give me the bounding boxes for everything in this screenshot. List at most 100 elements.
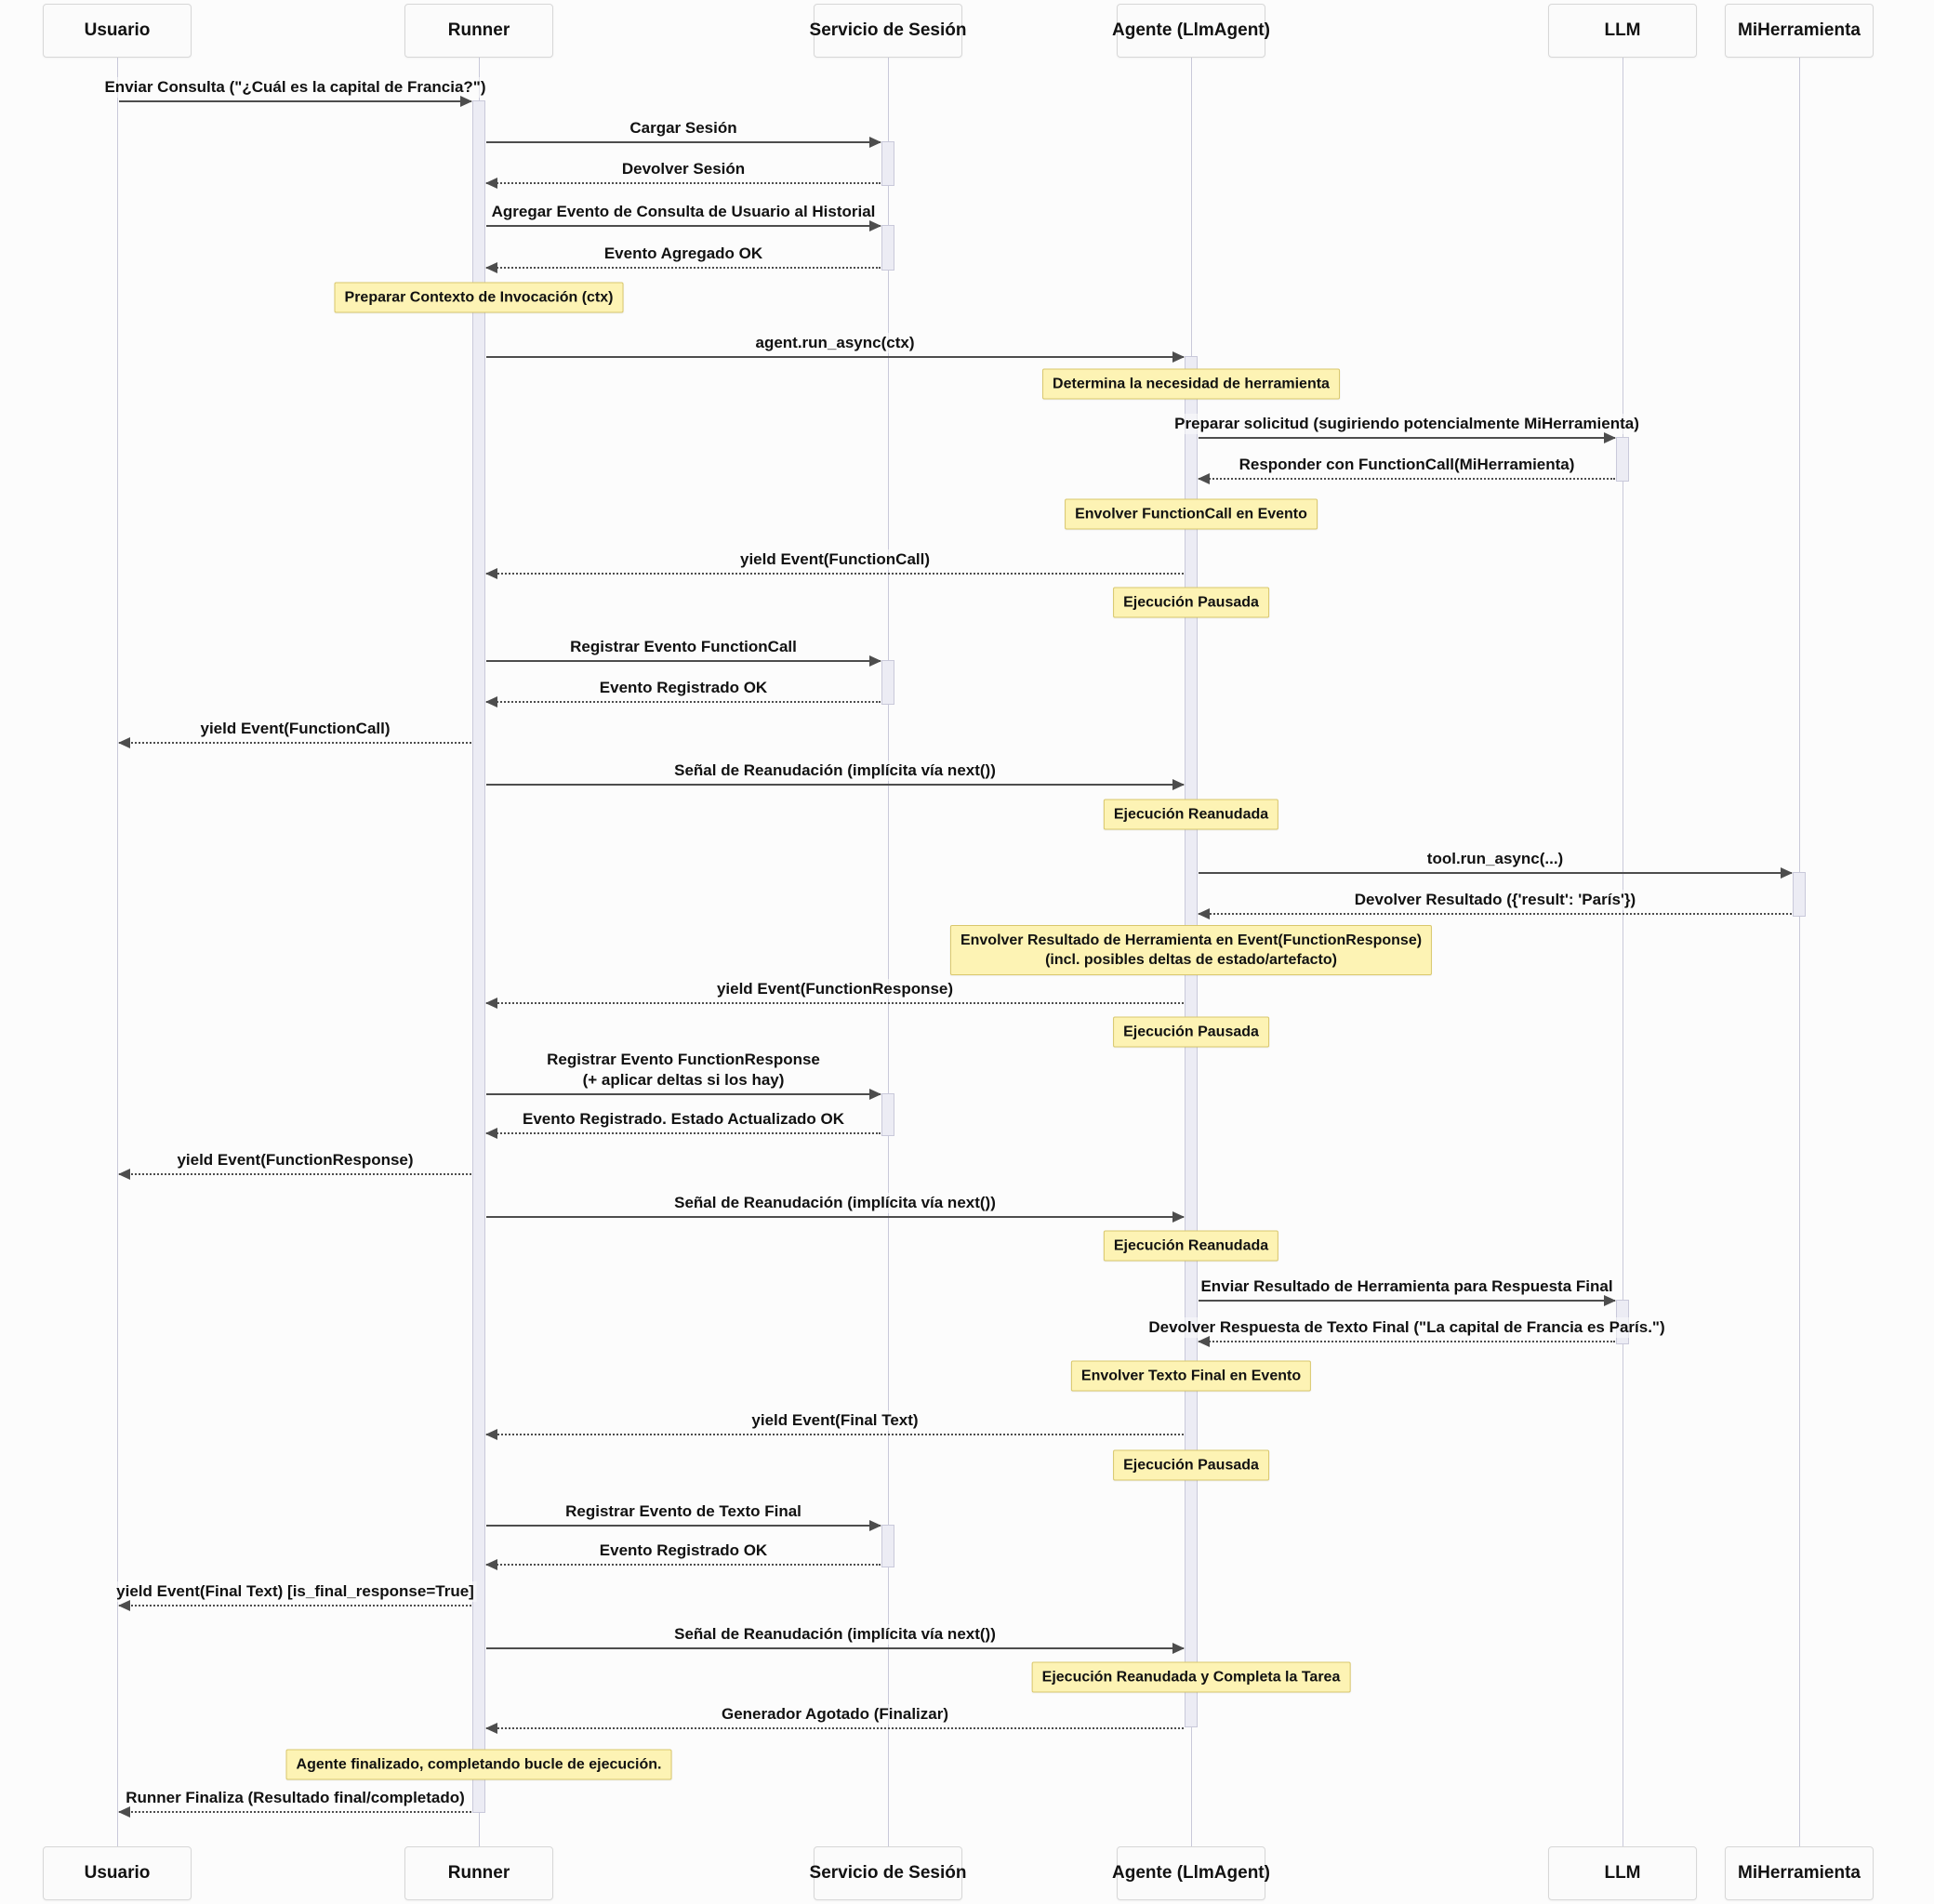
- message-line: [1199, 913, 1792, 915]
- message-runner-to-sesion: Cargar Sesión: [486, 118, 881, 148]
- arrowhead-icon: [1198, 908, 1210, 919]
- message-agente-to-runner: yield Event(FunctionCall): [485, 549, 1184, 579]
- arrowhead-icon: [1198, 473, 1210, 484]
- message-label: Enviar Resultado de Herramienta para Res…: [1198, 1276, 1616, 1297]
- message-line: [1199, 1300, 1615, 1302]
- message-llm-to-agente: Devolver Respuesta de Texto Final ("La c…: [1146, 1317, 1668, 1347]
- participant-usuario-bottom: Usuario: [43, 1846, 192, 1900]
- message-label: Responder con FunctionCall(MiHerramienta…: [1236, 455, 1578, 475]
- note-over-agente: Ejecución Reanudada: [1103, 1230, 1279, 1262]
- arrowhead-icon: [485, 568, 497, 579]
- participant-usuario-top: Usuario: [43, 4, 192, 58]
- participant-label: Agente (LlmAgent): [1112, 1863, 1270, 1883]
- message-line: [1199, 437, 1615, 439]
- message-line: [486, 356, 1184, 358]
- message-line: [486, 1132, 881, 1134]
- message-label: tool.run_async(...): [1424, 849, 1567, 869]
- participant-llm-bottom: LLM: [1548, 1846, 1697, 1900]
- message-line: [486, 141, 881, 143]
- participant-label: MiHerramienta: [1738, 20, 1861, 40]
- message-label: Cargar Sesión: [627, 118, 740, 139]
- arrowhead-icon: [485, 178, 497, 189]
- message-llm-to-agente: Responder con FunctionCall(MiHerramienta…: [1198, 455, 1615, 484]
- activation-tool: [1793, 872, 1806, 917]
- participant-label: Usuario: [84, 20, 151, 40]
- message-agente-to-tool: tool.run_async(...): [1199, 849, 1793, 879]
- message-runner-to-agente: agent.run_async(ctx): [486, 333, 1185, 363]
- message-line: [486, 1434, 1184, 1435]
- arrowhead-icon: [485, 262, 497, 273]
- message-line: [486, 1525, 881, 1527]
- arrowhead-icon: [485, 998, 497, 1009]
- note-over-agente: Envolver Resultado de Herramienta en Eve…: [949, 925, 1433, 975]
- message-runner-to-usuario: Runner Finaliza (Resultado final/complet…: [118, 1788, 471, 1818]
- participant-runner-bottom: Runner: [404, 1846, 553, 1900]
- message-sesion-to-runner: Evento Registrado. Estado Actualizado OK: [485, 1109, 881, 1139]
- message-sesion-to-runner: Evento Agregado OK: [485, 244, 881, 273]
- participant-sesion-top: Servicio de Sesión: [810, 4, 966, 58]
- message-line: [486, 1002, 1184, 1004]
- arrowhead-icon: [1198, 1336, 1210, 1347]
- participant-label: MiHerramienta: [1738, 1863, 1861, 1883]
- message-line: [486, 1564, 881, 1566]
- activation-sesion: [881, 660, 894, 705]
- note-over-agente: Ejecución Pausada: [1113, 1016, 1269, 1048]
- message-label: Señal de Reanudación (implícita vía next…: [671, 1193, 999, 1213]
- arrowhead-icon: [485, 1429, 497, 1440]
- message-label: Registrar Evento de Texto Final: [563, 1501, 804, 1522]
- arrowhead-icon: [485, 1128, 497, 1139]
- message-line: [486, 1093, 881, 1095]
- message-sesion-to-runner: Evento Registrado OK: [485, 1540, 881, 1570]
- message-label: Evento Agregado OK: [601, 244, 766, 264]
- note-over-runner: Agente finalizado, completando bucle de …: [285, 1749, 672, 1780]
- message-label: yield Event(FunctionCall): [197, 719, 393, 739]
- note-over-agente: Envolver Texto Final en Evento: [1070, 1360, 1312, 1392]
- participant-label: Servicio de Sesión: [809, 20, 967, 40]
- note-over-agente: Ejecución Pausada: [1113, 587, 1269, 618]
- message-label: yield Event(Final Text) [is_final_respon…: [113, 1581, 477, 1602]
- arrowhead-icon: [1172, 1211, 1185, 1223]
- message-label: Generador Agotado (Finalizar): [718, 1704, 952, 1725]
- participant-agente-bottom: Agente (LlmAgent): [1112, 1846, 1270, 1900]
- arrowhead-icon: [1604, 1295, 1616, 1306]
- activation-llm: [1616, 437, 1629, 482]
- participant-label: Servicio de Sesión: [809, 1863, 967, 1883]
- message-line: [486, 225, 881, 227]
- arrowhead-icon: [1604, 432, 1616, 443]
- message-label: Runner Finaliza (Resultado final/complet…: [123, 1788, 468, 1808]
- message-line: [486, 267, 881, 269]
- message-runner-to-usuario: yield Event(Final Text) [is_final_respon…: [113, 1581, 477, 1611]
- message-line: [1199, 872, 1792, 874]
- activation-sesion: [881, 1525, 894, 1567]
- participant-label: LLM: [1604, 1863, 1641, 1883]
- message-line: [119, 100, 471, 102]
- message-label: yield Event(Final Text): [748, 1410, 921, 1431]
- arrowhead-icon: [1172, 1643, 1185, 1654]
- participant-sesion-bottom: Servicio de Sesión: [810, 1846, 966, 1900]
- lifeline-tool: [1799, 58, 1800, 1846]
- lifeline-usuario: [117, 58, 118, 1846]
- message-label: Evento Registrado OK: [596, 1540, 771, 1561]
- lifeline-sesion: [888, 58, 889, 1846]
- message-label: Registrar Evento FunctionResponse (+ apl…: [544, 1050, 823, 1091]
- activation-sesion: [881, 1093, 894, 1136]
- message-label: Evento Registrado OK: [596, 678, 771, 698]
- message-runner-to-agente: Señal de Reanudación (implícita vía next…: [486, 1624, 1185, 1654]
- note-over-agente: Determina la necesidad de herramienta: [1042, 368, 1340, 400]
- message-label: agent.run_async(ctx): [752, 333, 918, 353]
- message-label: Señal de Reanudación (implícita vía next…: [671, 760, 999, 781]
- message-usuario-to-runner: Enviar Consulta ("¿Cuál es la capital de…: [101, 77, 489, 107]
- message-label: Preparar solicitud (sugiriendo potencial…: [1172, 414, 1642, 434]
- message-line: [1199, 478, 1615, 480]
- message-tool-to-agente: Devolver Resultado ({'result': 'París'}): [1198, 890, 1792, 919]
- message-agente-to-llm: Preparar solicitud (sugiriendo potencial…: [1172, 414, 1642, 443]
- message-label: Agregar Evento de Consulta de Usuario al…: [488, 202, 879, 222]
- message-agente-to-runner: yield Event(Final Text): [485, 1410, 1184, 1440]
- message-label: Registrar Evento FunctionCall: [567, 637, 800, 657]
- message-line: [1199, 1341, 1615, 1342]
- participant-tool-bottom: MiHerramienta: [1725, 1846, 1874, 1900]
- note-over-agente: Envolver FunctionCall en Evento: [1065, 498, 1318, 530]
- message-agente-to-llm: Enviar Resultado de Herramienta para Res…: [1198, 1276, 1616, 1306]
- message-label: Devolver Sesión: [618, 159, 748, 179]
